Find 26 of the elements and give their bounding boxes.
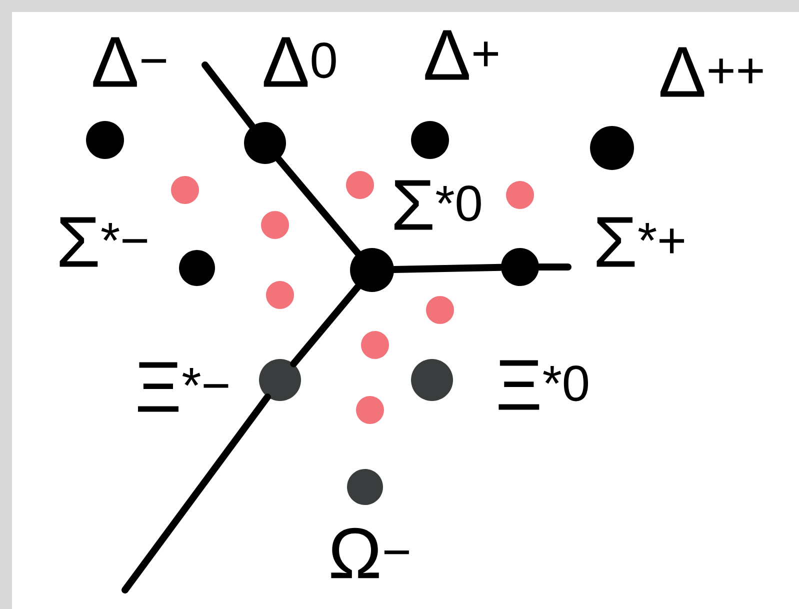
particle-label: Δ$^{+}$ bbox=[425, 30, 498, 80]
line bbox=[202, 62, 256, 130]
particle-label: Δ$^{0}$ bbox=[264, 37, 336, 87]
particle-label: Σ$^{*+}$ bbox=[596, 217, 684, 267]
particle-label: Σ$^{*0}$ bbox=[394, 180, 481, 230]
particle-label: Ω$^{−}$ bbox=[331, 528, 409, 578]
particle-label: Σ$^{*−}$ bbox=[60, 217, 148, 267]
particle-dot bbox=[244, 122, 286, 164]
particle-label: Ξ$^{*0}$ bbox=[498, 360, 588, 410]
particle-dot bbox=[411, 359, 453, 401]
line bbox=[536, 264, 572, 270]
line bbox=[122, 394, 271, 594]
line bbox=[390, 264, 504, 274]
particle-dot bbox=[347, 469, 383, 505]
particle-dot bbox=[86, 121, 124, 159]
particle-label: Δ$^{++}$ bbox=[660, 47, 763, 97]
particle-dot bbox=[501, 248, 539, 286]
line bbox=[290, 284, 362, 368]
line bbox=[275, 156, 362, 257]
particle-dot bbox=[590, 126, 634, 170]
particle-dot bbox=[411, 121, 449, 159]
particle-label: Ξ$^{*−}$ bbox=[138, 362, 228, 412]
particle-dot bbox=[350, 248, 394, 292]
particle-dot bbox=[179, 250, 215, 286]
particle-label: Δ$^{−}$ bbox=[93, 37, 166, 87]
particle-dot bbox=[259, 359, 301, 401]
